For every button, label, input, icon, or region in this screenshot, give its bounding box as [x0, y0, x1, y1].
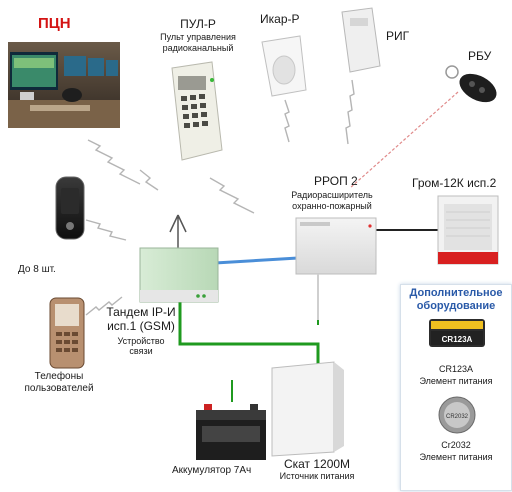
pul-sub-line-1: Пульт управления: [160, 32, 236, 42]
skat-title: Скат 1200М: [283, 457, 351, 471]
radio-link-pcn-antenna: [139, 169, 159, 191]
cr123a-caption-line-2: Элемент питания: [419, 376, 493, 386]
cr2032-battery: CR2032: [438, 396, 476, 434]
radio-link-ikar-rrop: [284, 99, 290, 143]
cr123a-marking: CR123A: [442, 335, 473, 344]
skat-power-supply: [271, 361, 344, 457]
extra-panel-title-line-1: Дополнительное: [409, 287, 503, 299]
rig-sensor: [341, 7, 381, 73]
extra-panel-title: Дополнительное оборудование: [401, 287, 511, 312]
rrop-2-expander: [295, 217, 377, 320]
battery: [196, 404, 266, 460]
battery-label: Аккумулятор 7Ач: [172, 465, 252, 476]
wire-tandem-rrop: [214, 256, 299, 265]
radio-link-pul-rrop: [209, 177, 255, 214]
tandem-device: [139, 214, 219, 303]
pul-sub-line-2: радиоканальный: [162, 43, 234, 53]
phones-label-line-1: Телефоны: [34, 371, 84, 382]
pul-r-keypad: [171, 61, 223, 161]
cr2032-caption-line-2: Элемент питания: [419, 452, 493, 462]
pcn-label: ПЦН: [38, 15, 71, 32]
tandem-title-line-1: Тандем IP-И: [106, 305, 176, 319]
rbu-label: РБУ: [468, 49, 492, 63]
radio-link-pcn-tandem: [87, 139, 141, 185]
pcn-operator-room: [8, 42, 120, 128]
wire-tandem-power: [178, 302, 320, 370]
phones-label-line-2: пользователей: [24, 383, 94, 394]
tandem-title-line-2: исп.1 (GSM): [107, 319, 175, 333]
rrop-sub-line-1: Радиорасширитель: [291, 190, 373, 200]
phones-count-label: До 8 шт.: [18, 264, 56, 275]
cr2032-marking: CR2032: [446, 414, 469, 420]
grom-siren: [437, 195, 499, 265]
radio-link-rig-rrop: [345, 79, 355, 145]
radio-link-mobile-tandem: [85, 219, 127, 241]
ikar-r-sensor: [261, 35, 307, 97]
cr123a-caption-line-1: CR123A: [438, 364, 474, 374]
mobile-phone: [55, 176, 85, 240]
extra-panel-title-line-2: оборудование: [416, 299, 496, 312]
skat-sub: Источник питания: [279, 471, 355, 481]
bar-phone: [49, 297, 85, 369]
cr123a-battery: CR123A: [429, 319, 485, 347]
radio-link-rbu-rrop: [349, 91, 459, 189]
extra-panel-illustrations: CR123A CR2032: [429, 319, 485, 434]
cr2032-caption-line-1: Cr2032: [441, 440, 471, 450]
rbu-keyfob: [445, 65, 497, 103]
rig-label: РИГ: [386, 29, 410, 43]
extra-equipment-panel: Дополнительное оборудование CR123A CR203…: [400, 284, 512, 491]
ikar-label: Икар-Р: [260, 12, 300, 26]
rrop-title: РРОП 2: [314, 174, 358, 188]
radio-links: [85, 79, 355, 316]
grom-label: Гром-12К исп.2: [412, 176, 497, 190]
tandem-sub-line-2: связи: [129, 346, 153, 356]
pul-title: ПУЛ-Р: [180, 17, 216, 31]
tandem-sub-line-1: Устройство: [117, 336, 165, 346]
radio-link-phone-tandem: [85, 296, 123, 316]
rrop-sub-line-2: охранно-пожарный: [292, 201, 372, 211]
